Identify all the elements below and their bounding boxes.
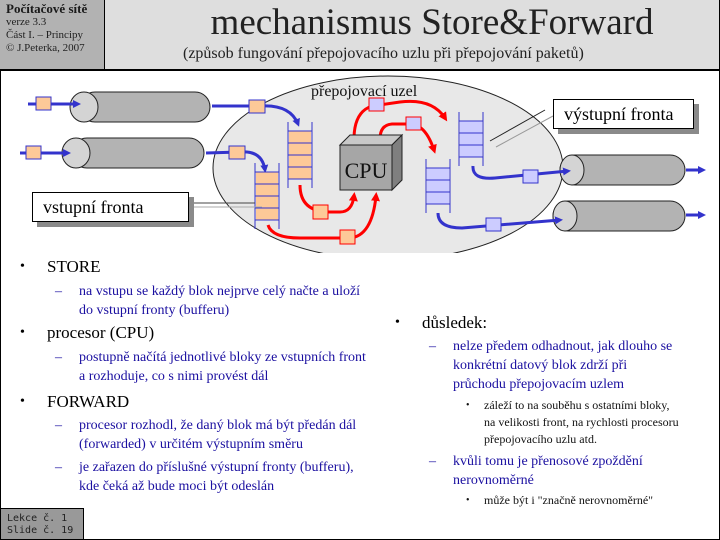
sub-bullet-text: průchodu přepojovacím uzlem xyxy=(453,377,625,392)
bullet-heading: důsledek: xyxy=(422,313,488,332)
flow-output-queue-2-to-link xyxy=(436,212,563,230)
bullet-store: •STORE xyxy=(20,257,101,276)
page-subtitle: (způsob fungování přepojovacího uzlu při… xyxy=(183,45,584,62)
bullet-heading: procesor (CPU) xyxy=(47,323,155,342)
flow-cpu-to-output-queue-2 xyxy=(378,122,437,154)
output-queue-label: výstupní fronta xyxy=(553,99,694,129)
store-forward-diagram: CPU přepojovací uzel xyxy=(20,75,706,253)
sub-bullet: –postupně načítá jednotlivé bloky ze vst… xyxy=(55,350,366,384)
packet xyxy=(339,229,356,245)
sub-sub-bullet-text: na velikosti front, na rychlosti proceso… xyxy=(484,415,679,429)
sub-sub-bullet: •záleží to na souběhu s ostatními bloky,… xyxy=(466,398,679,446)
sub-bullet-text: nelze předem odhadnout, jak dlouho se xyxy=(453,339,673,354)
packet xyxy=(228,145,246,160)
lesson-number: Lekce č. 1 xyxy=(7,513,68,524)
sub-bullet-text: nerovnoměrné xyxy=(453,473,534,488)
bullet-heading: FORWARD xyxy=(47,392,130,411)
sub-sub-bullet-text: záleží to na souběhu s ostatními bloky, xyxy=(484,398,670,412)
packet xyxy=(485,217,502,232)
header-info-panel: Počítačové sítě verze 3.3 Část I. – Prin… xyxy=(0,0,105,71)
callout-line xyxy=(495,115,554,148)
sub-bullet-text: kde čeká až bude moci být odeslán xyxy=(79,479,275,494)
version-label: verze 3.3 xyxy=(6,16,47,28)
slide-footer: Lekce č. 1 Slide č. 19 xyxy=(0,508,84,540)
sub-sub-bullet: •může být i "značně nerovnoměrné" xyxy=(466,493,654,507)
output-queue-2 xyxy=(425,159,451,213)
sub-bullet-text: postupně načítá jednotlivé bloky ze vstu… xyxy=(79,350,366,365)
sub-bullet-text: je zařazen do příslušné výstupní fronty … xyxy=(79,460,354,475)
copyright-label: © J.Peterka, 2007 xyxy=(6,42,85,54)
packet xyxy=(25,145,42,160)
sub-bullet-text: procesor rozhodl, že daný blok má být př… xyxy=(79,418,357,433)
sub-bullet-text: a rozhoduje, co s nimi provést dál xyxy=(79,369,269,384)
sub-bullet: –procesor rozhodl, že daný blok má být p… xyxy=(55,418,357,452)
input-queue-2 xyxy=(254,163,280,229)
sub-bullet-text: kvůli tomu je přenosové zpoždění xyxy=(453,454,643,469)
sub-bullet: –je zařazen do příslušné výstupní fronty… xyxy=(55,460,354,494)
input-link-2 xyxy=(61,137,205,169)
packet xyxy=(312,204,329,220)
output-queue-1 xyxy=(458,112,484,166)
flow-cpu-to-output-queue-1 xyxy=(352,99,448,140)
slide-number: Slide č. 19 xyxy=(7,525,74,536)
flow-queue2-to-cpu xyxy=(266,192,380,240)
bullet-heading: STORE xyxy=(47,257,101,276)
page-title: mechanismus Store&Forward xyxy=(210,2,654,43)
output-link-2 xyxy=(552,200,686,232)
input-link-1 xyxy=(69,91,211,123)
sub-sub-bullet-text: může být i "značně nerovnoměrné" xyxy=(484,493,654,507)
header-title-panel: mechanismus Store&Forward (způsob fungov… xyxy=(105,0,720,71)
bullet-cpu: •procesor (CPU) xyxy=(20,323,155,342)
bullet-forward: •FORWARD xyxy=(20,392,130,411)
input-queue-label: vstupní fronta xyxy=(32,192,189,222)
flow-queue1-to-cpu xyxy=(298,184,358,214)
sub-bullet-text: (forwarded) v určitém výstupním směru xyxy=(79,437,303,452)
flow-output-queue-1-to-link xyxy=(471,165,571,180)
part-label: Část I. – Principy xyxy=(6,29,83,41)
sub-sub-bullet-text: přepojovacího uzlu atd. xyxy=(484,432,597,446)
packet xyxy=(368,97,385,112)
sub-bullet-text: na vstupu se každý blok nejprve celý nač… xyxy=(79,284,361,299)
bullet-consequence: •důsledek: xyxy=(395,313,488,332)
input-queue-1 xyxy=(287,122,313,188)
sub-bullet-text: konkrétní datový blok zdrží při xyxy=(453,358,628,373)
cpu-box xyxy=(338,133,404,192)
course-name: Počítačové sítě xyxy=(6,1,88,16)
packet xyxy=(405,116,422,131)
sub-bullet-text: do vstupní fronty (bufferu) xyxy=(79,303,230,318)
sub-bullet: –na vstupu se každý blok nejprve celý na… xyxy=(55,284,361,318)
output-link-1 xyxy=(559,154,686,186)
packet xyxy=(522,169,539,184)
packet xyxy=(35,96,52,111)
switching-node-label: přepojovací uzel xyxy=(311,83,418,100)
callout-line xyxy=(489,109,546,142)
cpu-label: CPU xyxy=(345,158,388,183)
packet xyxy=(248,99,266,114)
